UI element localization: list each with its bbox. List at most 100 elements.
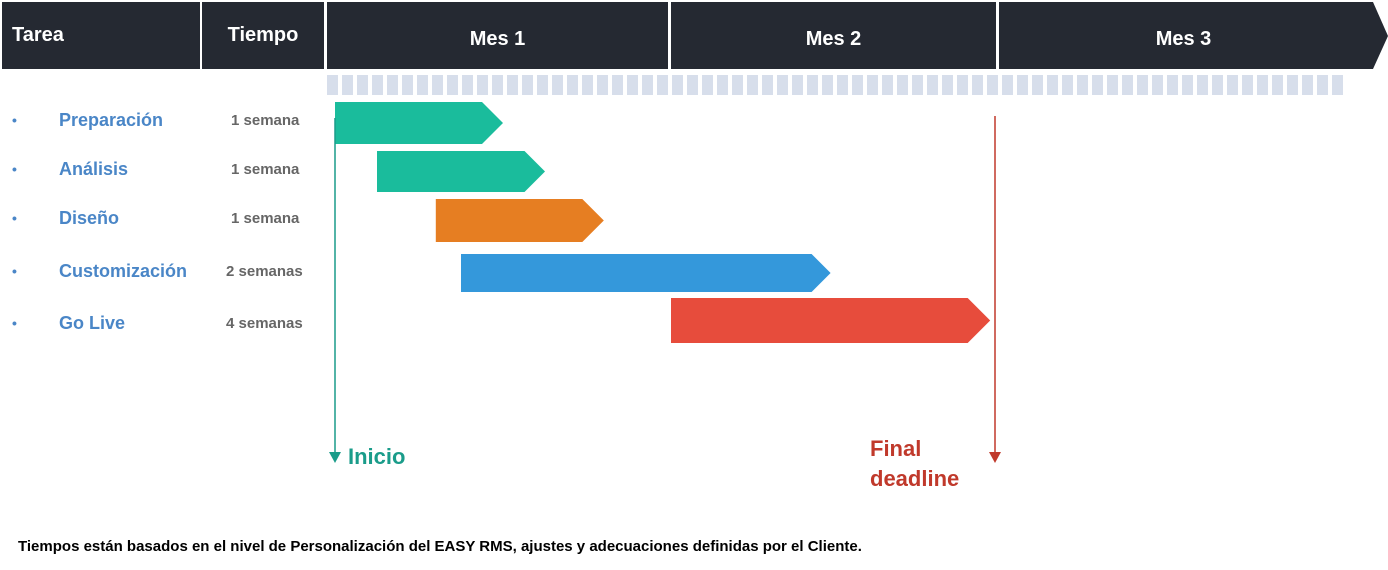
- week-tick: [1122, 75, 1133, 95]
- week-tick: [777, 75, 788, 95]
- week-tick: [852, 75, 863, 95]
- week-tick: [897, 75, 908, 95]
- task-duration: 2 semanas: [226, 263, 303, 280]
- week-tick: [657, 75, 668, 95]
- week-tick: [1002, 75, 1013, 95]
- week-tick: [762, 75, 773, 95]
- week-tick: [1317, 75, 1328, 95]
- deadline-marker-arrow: [989, 452, 1001, 463]
- week-tick: [1182, 75, 1193, 95]
- week-tick: [417, 75, 428, 95]
- week-tick: [837, 75, 848, 95]
- week-tick: [627, 75, 638, 95]
- task-duration: 4 semanas: [226, 315, 303, 332]
- month-header-2: [671, 2, 996, 69]
- week-tick: [1062, 75, 1073, 95]
- week-tick: [987, 75, 998, 95]
- task-bar-1: [335, 102, 503, 144]
- week-tick: [1017, 75, 1028, 95]
- month-header-3: [999, 2, 1388, 69]
- week-tick: [957, 75, 968, 95]
- week-tick: [1092, 75, 1103, 95]
- task-duration: 1 semana: [231, 112, 300, 129]
- bullet-icon: •: [12, 112, 17, 128]
- week-tick: [357, 75, 368, 95]
- week-tick: [1032, 75, 1043, 95]
- week-tick: [882, 75, 893, 95]
- week-tick: [807, 75, 818, 95]
- task-name: Análisis: [59, 159, 129, 179]
- month-label-2: Mes 2: [806, 28, 862, 50]
- column-header-time: Tiempo: [202, 2, 324, 69]
- week-tick: [672, 75, 683, 95]
- task-bar-5: [671, 298, 991, 343]
- week-tick: [942, 75, 953, 95]
- week-tick: [1242, 75, 1253, 95]
- week-tick: [447, 75, 458, 95]
- week-tick: [492, 75, 503, 95]
- week-tick: [387, 75, 398, 95]
- bullet-icon: •: [12, 210, 17, 226]
- week-tick: [747, 75, 758, 95]
- task-name: Go Live: [59, 313, 126, 333]
- month-header-1: [327, 2, 668, 69]
- week-tick: [1077, 75, 1088, 95]
- week-tick: [822, 75, 833, 95]
- week-tick: [477, 75, 488, 95]
- week-tick: [1167, 75, 1178, 95]
- column-header-task: Tarea: [2, 2, 200, 69]
- week-tick: [342, 75, 353, 95]
- deadline-marker-label: Final deadline: [870, 436, 960, 491]
- week-tick: [927, 75, 938, 95]
- week-tick: [582, 75, 593, 95]
- week-tick: [1257, 75, 1268, 95]
- start-marker-arrow: [329, 452, 341, 463]
- week-tick: [522, 75, 533, 95]
- month-label-1: Mes 1: [470, 28, 526, 50]
- week-tick: [537, 75, 548, 95]
- week-tick: [507, 75, 518, 95]
- week-tick: [642, 75, 653, 95]
- week-tick: [1107, 75, 1118, 95]
- week-tick: [402, 75, 413, 95]
- week-tick: [552, 75, 563, 95]
- footnote: Tiempos están basados en el nivel de Per…: [18, 538, 862, 555]
- week-tick: [1197, 75, 1208, 95]
- task-bar-2: [377, 151, 545, 192]
- week-tick: [717, 75, 728, 95]
- week-tick: [792, 75, 803, 95]
- task-name: Preparación: [59, 110, 164, 130]
- bullet-icon: •: [12, 161, 17, 177]
- week-tick: [867, 75, 878, 95]
- task-name: Diseño: [59, 208, 120, 228]
- start-marker-label: Inicio: [348, 444, 406, 469]
- task-duration: 1 semana: [231, 161, 300, 178]
- task-bar-3: [435, 199, 604, 242]
- week-tick: [687, 75, 698, 95]
- bullet-icon: •: [12, 263, 17, 279]
- week-tick: [432, 75, 443, 95]
- week-tick: [1332, 75, 1343, 95]
- week-tick: [1047, 75, 1058, 95]
- week-tick: [327, 75, 338, 95]
- week-tick: [1227, 75, 1238, 95]
- task-duration: 1 semana: [231, 210, 300, 227]
- week-tick: [567, 75, 578, 95]
- week-tick: [912, 75, 923, 95]
- week-tick: [372, 75, 383, 95]
- task-name: Customización: [59, 261, 188, 281]
- week-tick: [1302, 75, 1313, 95]
- week-tick: [612, 75, 623, 95]
- week-tick: [972, 75, 983, 95]
- week-tick: [702, 75, 713, 95]
- bullet-icon: •: [12, 315, 17, 331]
- task-bar-4: [461, 254, 831, 292]
- month-label-3: Mes 3: [1156, 28, 1212, 50]
- week-tick: [1152, 75, 1163, 95]
- week-tick: [1272, 75, 1283, 95]
- week-tick: [462, 75, 473, 95]
- week-tick: [597, 75, 608, 95]
- week-tick: [1287, 75, 1298, 95]
- week-tick: [1212, 75, 1223, 95]
